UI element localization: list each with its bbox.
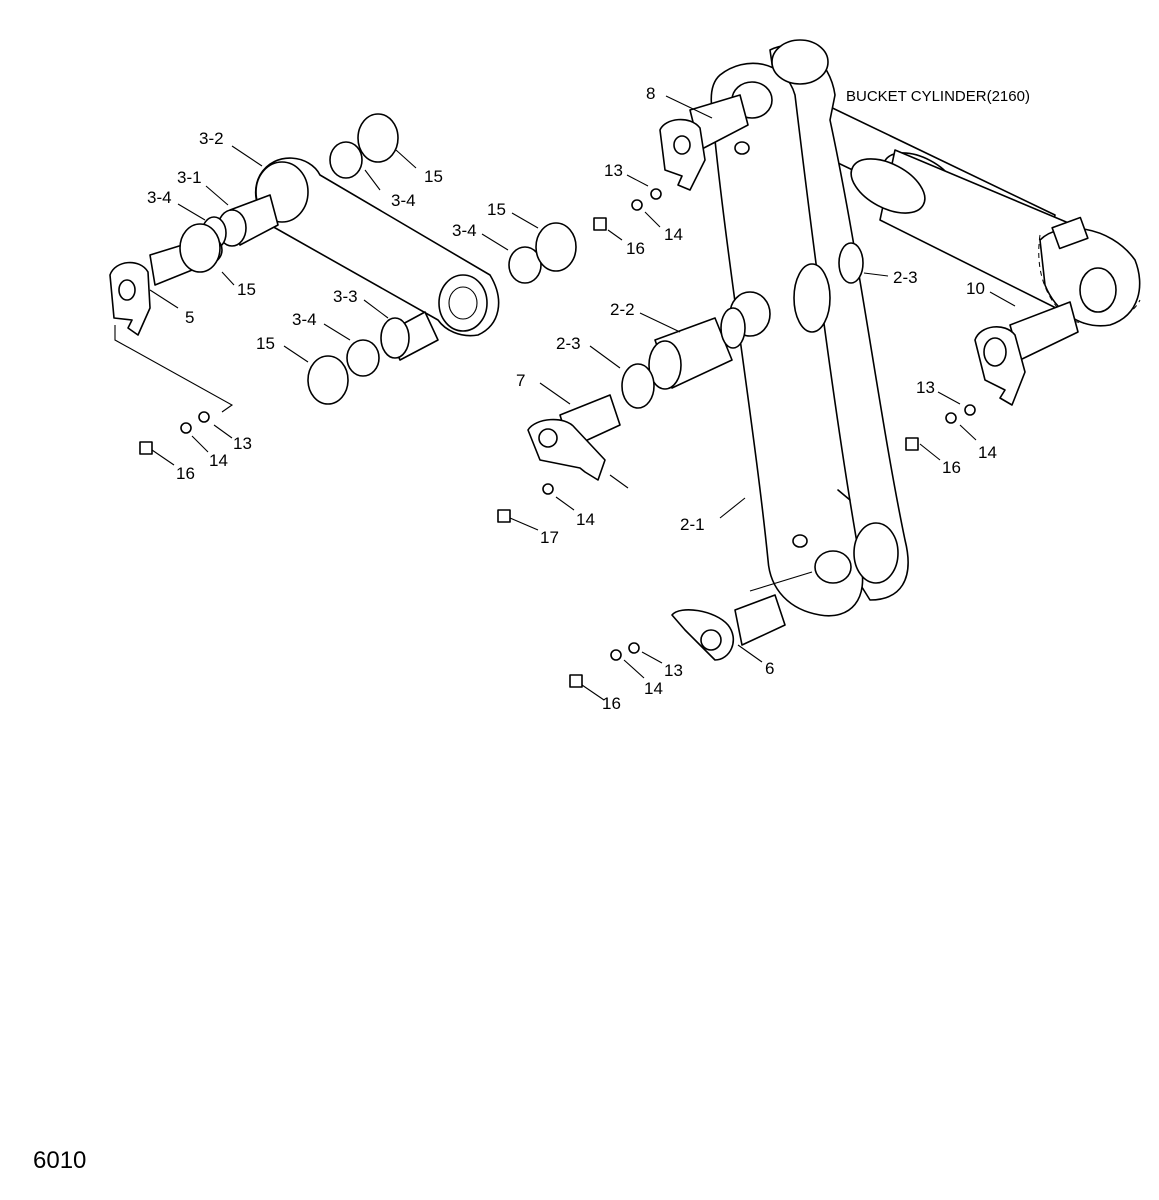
callout-13: 13 <box>604 161 623 180</box>
ring-3-4-mid <box>508 246 542 284</box>
oring-15-lower <box>307 355 349 405</box>
oring-15-left <box>179 223 221 273</box>
ring-3-4-upper <box>329 141 363 179</box>
assembly-label: BUCKET CYLINDER(2160) <box>846 88 1030 105</box>
pin-7 <box>527 394 621 481</box>
ring-2-3-upper <box>838 242 864 284</box>
pin-10 <box>974 301 1079 406</box>
callout-3-1: 3-1 <box>177 168 202 187</box>
leader-lines <box>149 95 1016 701</box>
link-3-2 <box>254 157 500 337</box>
callout-2-1: 2-1 <box>680 515 705 534</box>
callout-8: 8 <box>646 84 655 103</box>
callout-14: 14 <box>664 225 683 244</box>
bushing-3-3 <box>380 311 439 361</box>
pin-8 <box>659 94 749 191</box>
bucket-cylinder <box>789 89 1141 327</box>
page-code: 6010 <box>33 1147 86 1174</box>
callout-15: 15 <box>487 200 506 219</box>
callout-14: 14 <box>644 679 663 698</box>
callout-3-4: 3-4 <box>147 188 172 207</box>
callout-10: 10 <box>966 279 985 298</box>
callout-17: 17 <box>540 528 559 547</box>
callout-7: 7 <box>516 371 525 390</box>
oring-15-upper <box>357 113 399 163</box>
oring-15-mid <box>535 222 577 272</box>
callout-2-3: 2-3 <box>556 334 581 353</box>
callout-16: 16 <box>626 239 645 258</box>
pin-6 <box>671 594 786 661</box>
callout-2-2: 2-2 <box>610 300 635 319</box>
ring-3-4-lower <box>346 339 380 377</box>
callout-15: 15 <box>256 334 275 353</box>
callout-3-4: 3-4 <box>292 310 317 329</box>
bushing-2-2 <box>648 307 746 390</box>
callout-16: 16 <box>602 694 621 713</box>
callout-13: 13 <box>916 378 935 397</box>
callout-16: 16 <box>176 464 195 483</box>
callout-3-4: 3-4 <box>391 191 416 210</box>
callout-14: 14 <box>576 510 595 529</box>
callout-6: 6 <box>765 659 774 678</box>
callout-13: 13 <box>664 661 683 680</box>
callout-labels: 8 3-2 15 3-4 3-1 3-4 15 5 13 16 14 15 3-… <box>147 84 997 713</box>
hardware <box>139 188 976 688</box>
callout-3-4: 3-4 <box>452 221 477 240</box>
callout-3-3: 3-3 <box>333 287 358 306</box>
callout-14: 14 <box>209 451 228 470</box>
callout-13: 13 <box>233 434 252 453</box>
callout-14: 14 <box>978 443 997 462</box>
assembly-lines <box>114 325 813 592</box>
callout-15: 15 <box>424 167 443 186</box>
callout-16: 16 <box>942 458 961 477</box>
ring-2-3-lower <box>621 363 655 409</box>
callout-15: 15 <box>237 280 256 299</box>
callout-2-3: 2-3 <box>893 268 918 287</box>
callout-5: 5 <box>185 308 194 327</box>
callout-3-2: 3-2 <box>199 129 224 148</box>
